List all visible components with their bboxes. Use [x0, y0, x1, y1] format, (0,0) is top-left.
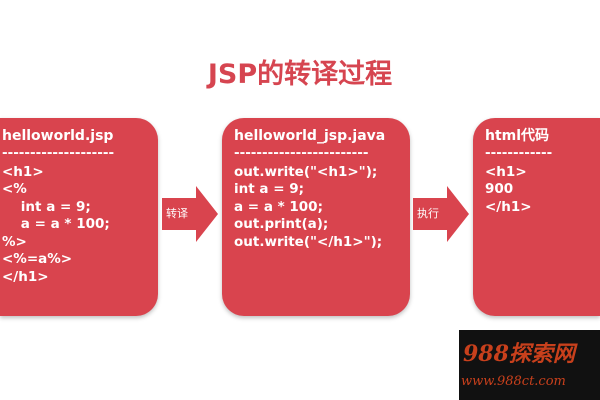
diagram-title: JSP的转译过程	[207, 59, 393, 90]
translate-arrow: 转译	[162, 186, 218, 242]
box-header: helloworld.jsp	[2, 128, 114, 144]
watermark-url: www.988ct.com	[461, 374, 566, 389]
html-output-box: html代码 ------------ <h1> 900 </h1>	[473, 118, 600, 316]
java-servlet-box: helloworld_jsp.java --------------------…	[222, 118, 410, 316]
box-divider: ------------	[485, 144, 553, 161]
box-divider: ------------------------	[234, 144, 369, 161]
watermark: 988探索网 www.988ct.com	[459, 330, 600, 400]
box-code: <h1> <% int a = 9; a = a * 100; %> <%=a%…	[2, 163, 110, 285]
watermark-name: 988探索网	[463, 341, 575, 367]
arrow-label: 执行	[417, 207, 439, 220]
box-code: out.write("<h1>"); int a = 9; a = a * 10…	[234, 163, 383, 250]
arrow-label: 转译	[166, 207, 188, 220]
box-divider: --------------------	[2, 144, 115, 161]
box-header: helloworld_jsp.java	[234, 128, 386, 144]
box-header: html代码	[485, 128, 550, 144]
box-code: <h1> 900 </h1>	[485, 163, 532, 215]
jsp-source-box: helloworld.jsp -------------------- <h1>…	[0, 118, 158, 316]
execute-arrow: 执行	[413, 186, 469, 242]
